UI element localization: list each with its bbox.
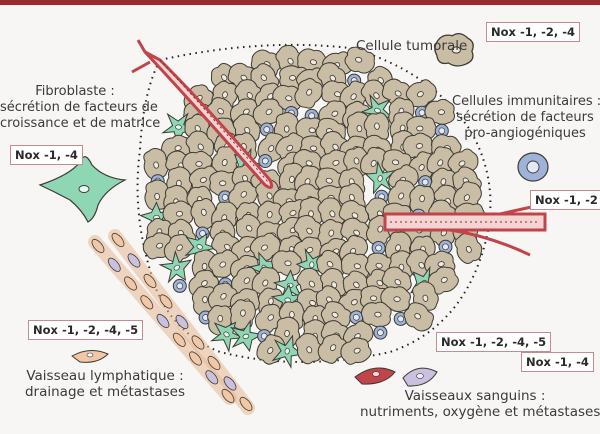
nox-badge-immune: Nox -1, -2	[530, 190, 600, 210]
fibroblast-label-line-2: sécrétion de facteurs de	[0, 100, 158, 115]
nox-badge-fibroblast: Nox -1, -4	[10, 145, 83, 165]
lymph-vessel-a-cell-1	[107, 257, 121, 272]
lymph-label: Vaisseau lymphatique : drainage et métas…	[20, 368, 190, 400]
blood-vessel-upper-left	[131, 39, 274, 190]
legend-pericyte-cell	[402, 367, 438, 387]
nox-badge-blood-a: Nox -1, -2, -4, -5	[436, 332, 552, 352]
lymph-vessel-b-cell-6	[207, 355, 221, 371]
fibroblast-label: Fibroblaste : sécrétion de facteurs de c…	[0, 84, 161, 132]
immune-label-line-3: pro-angiogéniques	[464, 126, 586, 141]
immune-label-line-1: Cellules immunitaires :	[452, 94, 600, 109]
nox-badge-tumor: Nox -1, -2, -4	[486, 22, 581, 42]
isolated-immune-cell	[517, 152, 549, 182]
lymph-vessel-a-cell-8	[221, 388, 235, 404]
nox-badge-lymph: Nox -1, -2, -4, -5	[28, 320, 144, 340]
lymph-vessel-a-cell-7	[205, 370, 219, 385]
lymph-vessel-a-cell-5	[172, 332, 186, 347]
lymph-vessel-a-cell-2	[124, 276, 137, 291]
lymph-vessel-b-cell-2	[143, 273, 157, 289]
tumor-cell-label-text: Cellule tumorale	[356, 38, 468, 54]
fibroblast-label-line-3: croissance et de matrice	[0, 116, 161, 131]
lymph-vessel-b-cell-7	[223, 376, 237, 391]
lymph-vessel-b-cell-0	[111, 232, 125, 248]
legend-blood-cell	[354, 367, 396, 385]
lymph-vessel-b-cell-5	[191, 335, 205, 350]
lymph-vessel-b-cell-4	[175, 314, 189, 330]
top-accent-bar	[0, 0, 600, 5]
lymphatic-vessels	[88, 229, 255, 415]
immune-cell-207	[371, 323, 390, 342]
fibroblast-label-line-1: Fibroblaste :	[35, 84, 115, 99]
lymph-vessel-a-cell-6	[189, 351, 202, 366]
lymph-vessel-a-cell-0	[91, 238, 105, 254]
lymph-vessel-b-cell-3	[159, 294, 173, 309]
lymph-vessel-a-cell-3	[140, 295, 154, 310]
blood-label-line-1: Vaisseaux sanguins :	[404, 388, 546, 404]
lymph-label-line-1: Vaisseau lymphatique :	[26, 368, 184, 384]
lymph-vessel-b-cell-8	[239, 396, 253, 412]
tumor-cell-label: Cellule tumorale	[356, 38, 467, 54]
immune-label: Cellules immunitaires : sécrétion de fac…	[452, 94, 600, 142]
immune-label-line-2: sécrétion de facteurs	[456, 110, 594, 125]
blood-label-line-2: nutriments, oxygène et métastases	[360, 404, 600, 420]
blood-label: Vaisseaux sanguins : nutriments, oxygène…	[360, 388, 600, 420]
lymph-vessel-a-cell-4	[156, 313, 170, 329]
nox-badge-blood-b: Nox -1, -4	[521, 352, 594, 372]
immune-cell-165	[170, 276, 190, 296]
immune-cell-67	[258, 153, 273, 169]
legend-lymph-cell	[71, 350, 109, 363]
isolated-fibroblast	[38, 156, 128, 223]
lymph-vessel-b-cell-1	[127, 253, 141, 268]
lymph-label-line-2: drainage et métastases	[24, 384, 186, 400]
